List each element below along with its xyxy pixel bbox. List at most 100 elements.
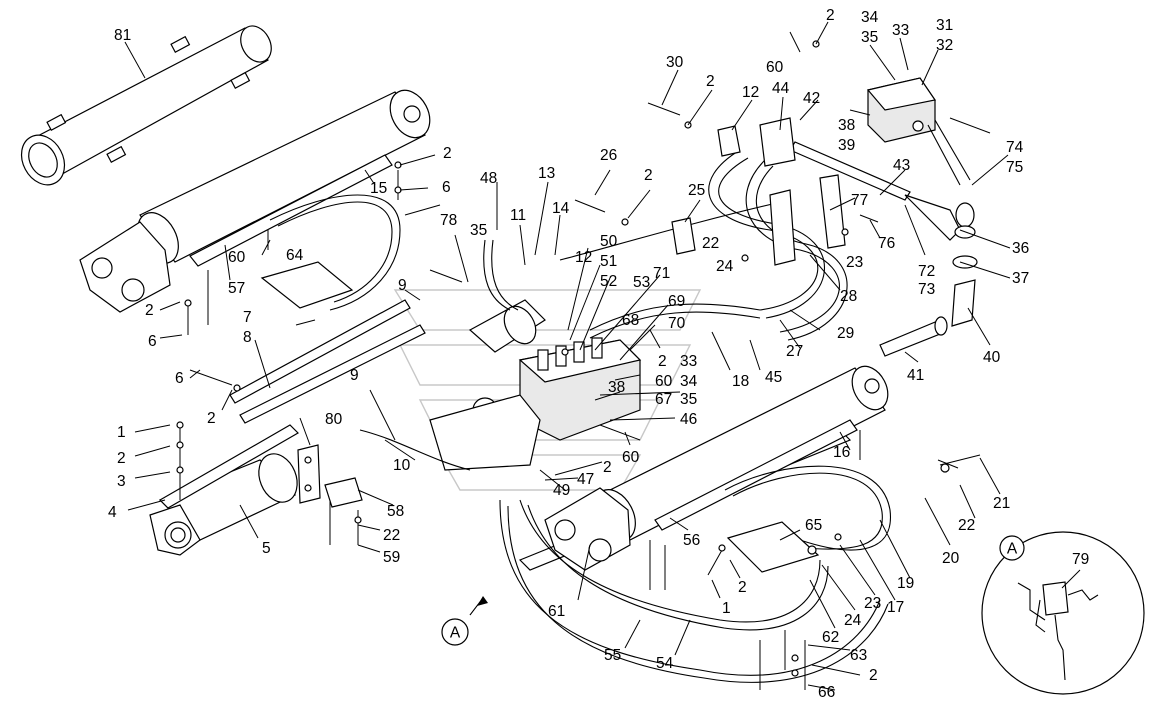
callout-56: 56 (683, 532, 700, 549)
callout-34: 34 (680, 373, 698, 390)
callout-61: 61 (548, 603, 565, 620)
callout-22: 22 (383, 527, 400, 544)
reservoir-assembly (866, 77, 971, 186)
callout-43: 43 (893, 157, 910, 174)
callout-2: 2 (117, 450, 126, 467)
callout-25: 25 (688, 182, 705, 199)
callout-46: 46 (680, 411, 697, 428)
callout-12: 12 (575, 249, 592, 266)
callout-3: 3 (117, 473, 126, 490)
callout-40: 40 (983, 349, 1001, 366)
callout-60: 60 (766, 59, 784, 76)
callout-35: 35 (861, 29, 878, 46)
callout-70: 70 (668, 315, 686, 332)
callout-31: 31 (936, 17, 953, 34)
callout-7: 7 (243, 309, 252, 326)
callout-60: 60 (228, 249, 246, 266)
callout-2: 2 (145, 302, 154, 319)
callout-4: 4 (108, 504, 117, 521)
callout-15: 15 (370, 180, 387, 197)
callout-labels: 81 2 15 6 78 35 48 11 13 14 12 26 2 25 5… (108, 7, 1089, 701)
callout-14: 14 (552, 200, 570, 217)
callout-8: 8 (243, 329, 252, 346)
detail-view-marker: A (999, 535, 1025, 561)
callout-71: 71 (653, 265, 670, 282)
callout-6: 6 (442, 179, 451, 196)
callout-13: 13 (538, 165, 555, 182)
callout-21: 21 (993, 495, 1010, 512)
callout-54: 54 (656, 655, 674, 672)
callout-33: 33 (680, 353, 697, 370)
callout-23: 23 (846, 254, 863, 271)
callout-63: 63 (850, 647, 867, 664)
callout-50: 50 (600, 233, 618, 250)
callout-33: 33 (892, 22, 909, 39)
callout-69: 69 (668, 293, 685, 310)
bracket-80 (297, 444, 321, 504)
callout-51: 51 (600, 253, 617, 270)
callout-36: 36 (1012, 240, 1029, 257)
view-a-arrow (469, 596, 488, 616)
callout-52: 52 (600, 273, 617, 290)
callout-2: 2 (706, 73, 715, 90)
callout-67: 67 (655, 391, 672, 408)
callout-23: 23 (864, 595, 881, 612)
return-pipe (789, 141, 978, 357)
callout-35: 35 (470, 222, 487, 239)
callout-47: 47 (577, 471, 594, 488)
callout-59: 59 (383, 549, 400, 566)
callout-39: 39 (838, 137, 855, 154)
callout-66: 66 (818, 684, 835, 701)
callout-20: 20 (942, 550, 960, 567)
callout-12: 12 (742, 84, 759, 101)
callout-22: 22 (702, 235, 719, 252)
callout-78: 78 (440, 212, 457, 229)
callout-2: 2 (738, 579, 747, 596)
callout-2: 2 (207, 410, 216, 427)
callout-38: 38 (608, 379, 625, 396)
hydraulic-hoses (269, 149, 891, 683)
callout-5: 5 (262, 540, 271, 557)
mounting-brackets (260, 117, 846, 573)
callout-28: 28 (840, 288, 857, 305)
callout-35: 35 (680, 391, 697, 408)
callout-18: 18 (732, 373, 749, 390)
callout-6: 6 (148, 333, 157, 350)
callout-38: 38 (838, 117, 855, 134)
callout-9: 9 (398, 277, 407, 294)
callout-2: 2 (443, 145, 452, 162)
callout-10: 10 (393, 457, 411, 474)
callout-11: 11 (510, 207, 526, 224)
callout-45: 45 (765, 369, 782, 386)
callout-24: 24 (844, 612, 862, 629)
callout-64: 64 (286, 247, 304, 264)
callout-74: 74 (1006, 139, 1024, 156)
detail-view-label: A (1007, 541, 1018, 558)
callout-72: 72 (918, 263, 935, 280)
view-marker-a: A (441, 618, 469, 646)
callout-27: 27 (786, 343, 803, 360)
callout-42: 42 (803, 90, 820, 107)
control-valve-block (429, 299, 642, 471)
callout-9: 9 (350, 367, 359, 384)
callout-73: 73 (918, 281, 935, 298)
callout-1: 1 (722, 600, 731, 617)
callout-57: 57 (228, 280, 245, 297)
cylinder-guard-81 (20, 25, 272, 186)
callout-41: 41 (907, 367, 924, 384)
callout-32: 32 (936, 37, 953, 54)
callout-2: 2 (658, 353, 667, 370)
callout-37: 37 (1012, 270, 1029, 287)
callout-17: 17 (887, 599, 904, 616)
fasteners (176, 31, 991, 690)
callout-44: 44 (772, 80, 790, 97)
callout-2: 2 (603, 459, 612, 476)
callout-53: 53 (633, 274, 650, 291)
leader-lines (124, 21, 1011, 691)
callout-26: 26 (600, 147, 617, 164)
callout-60: 60 (655, 373, 673, 390)
callout-58: 58 (387, 503, 404, 520)
callout-60: 60 (622, 449, 640, 466)
callout-19: 19 (897, 575, 914, 592)
